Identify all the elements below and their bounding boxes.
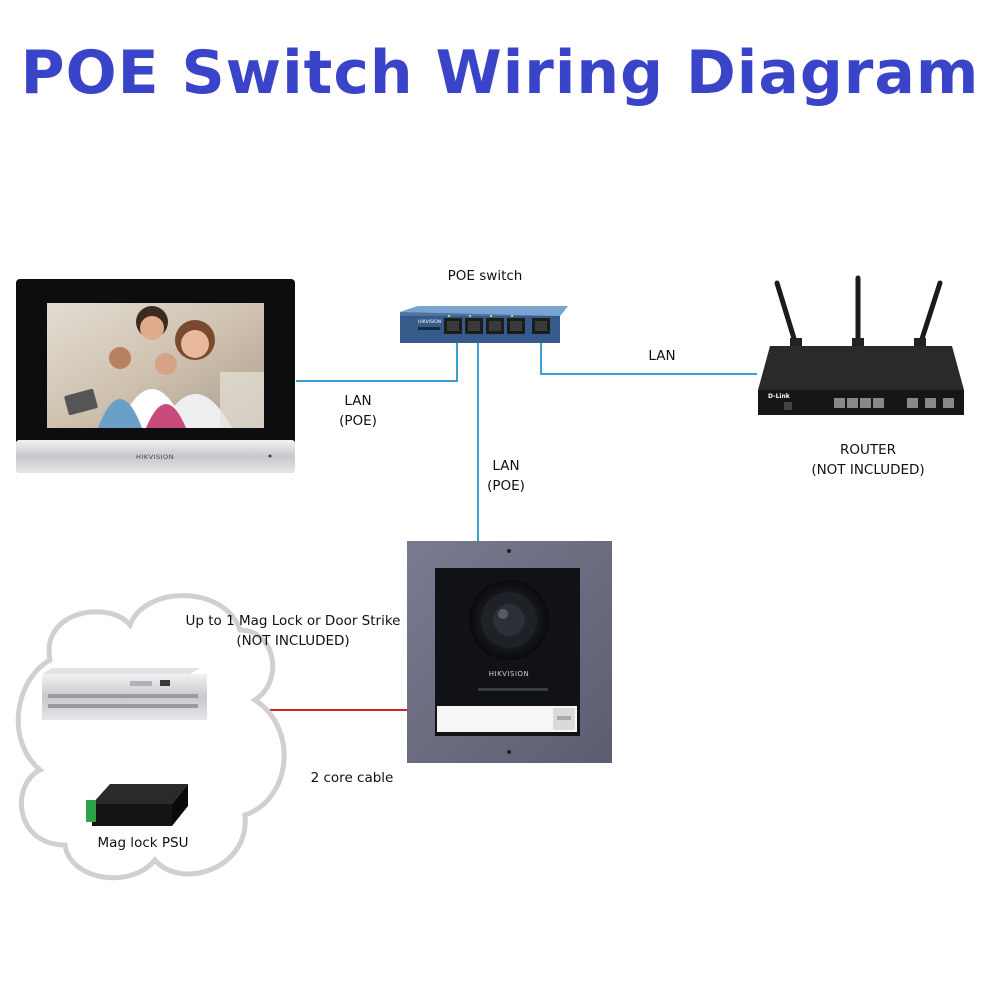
lan-cable-router bbox=[540, 335, 757, 375]
lan-door-label-line1: LAN bbox=[492, 458, 520, 474]
optional-items-cloud bbox=[15, 593, 287, 881]
poe-switch: HIKVISION bbox=[400, 306, 568, 343]
mag-lock-label-line1: Up to 1 Mag Lock or Door Strike bbox=[185, 613, 401, 629]
diagram-title: POE Switch Wiring Diagram bbox=[20, 38, 980, 108]
router-label-line2: (NOT INCLUDED) bbox=[811, 462, 925, 478]
lan-cable-monitor bbox=[296, 335, 458, 382]
door-station: HIKVISION bbox=[407, 541, 612, 763]
router: D-Link bbox=[758, 275, 964, 415]
svg-text:HIKVISION: HIKVISION bbox=[489, 670, 530, 678]
router-brand-logo: D-Link bbox=[768, 393, 791, 400]
mag-lock-label-line2: (NOT INCLUDED) bbox=[236, 633, 350, 649]
lan-door-label: LAN (POE) bbox=[476, 456, 536, 496]
svg-text:HIKVISION: HIKVISION bbox=[418, 319, 441, 325]
mag-lock-psu bbox=[86, 784, 188, 826]
router-label-line1: ROUTER bbox=[839, 442, 897, 458]
lan-monitor-label-line2: (POE) bbox=[339, 413, 377, 429]
lan-router-label: LAN bbox=[648, 348, 676, 364]
cable-label: 2 core cable bbox=[310, 770, 394, 786]
mag-lock-label: Up to 1 Mag Lock or Door Strike (NOT INC… bbox=[183, 611, 403, 651]
lan-monitor-label-line1: LAN bbox=[344, 393, 372, 409]
mag-lock bbox=[42, 668, 207, 720]
monitor-brand-logo: HIKVISION bbox=[136, 453, 174, 461]
switch-ports bbox=[444, 314, 550, 334]
psu-label: Mag lock PSU bbox=[97, 835, 189, 851]
router-label: ROUTER (NOT INCLUDED) bbox=[798, 440, 938, 480]
svg-text:HIKVISION: HIKVISION bbox=[136, 453, 174, 461]
lan-door-label-line2: (POE) bbox=[487, 478, 525, 494]
svg-text:D-Link: D-Link bbox=[768, 393, 791, 400]
switch-brand-logo: HIKVISION bbox=[418, 319, 441, 325]
door-station-brand-logo: HIKVISION bbox=[489, 670, 530, 678]
router-ports bbox=[834, 398, 954, 408]
indoor-monitor: HIKVISION bbox=[16, 279, 295, 473]
lan-monitor-label: LAN (POE) bbox=[328, 391, 388, 431]
poe-switch-label: POE switch bbox=[447, 268, 523, 284]
